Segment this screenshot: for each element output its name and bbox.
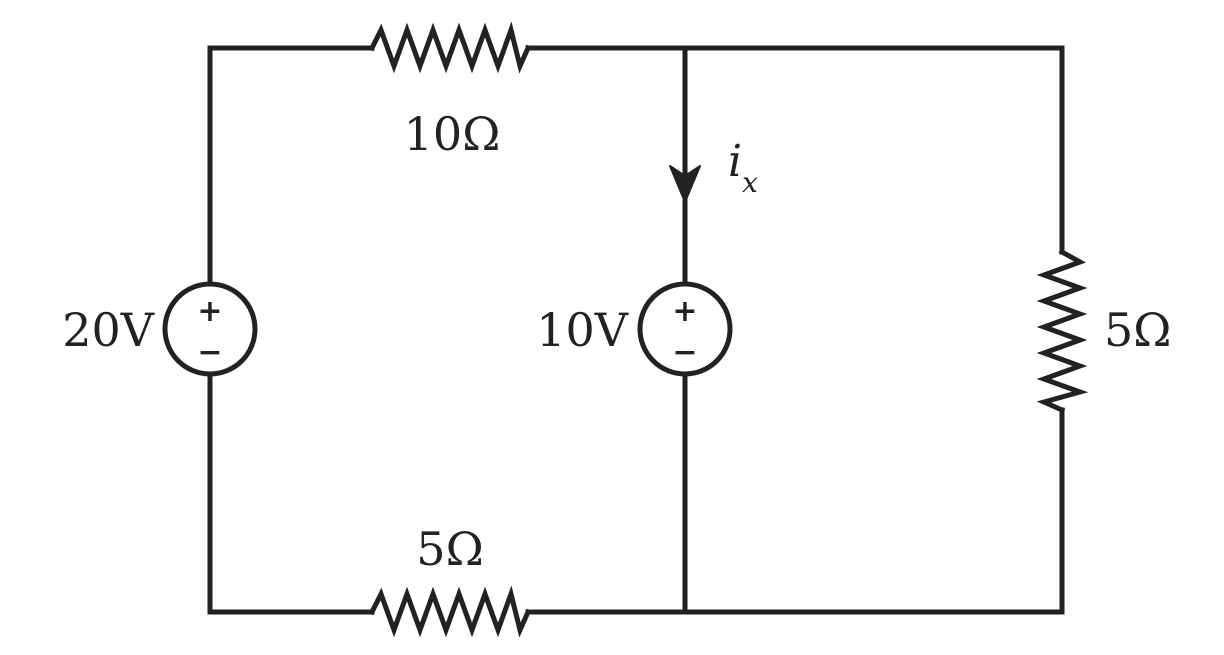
- resistor-right-5ohm: [1036, 248, 1089, 414]
- current-label: ix: [728, 136, 758, 199]
- source-left-circle: [162, 281, 258, 377]
- source-mid-plus: +: [672, 294, 697, 329]
- source-mid-label: 10V: [536, 303, 629, 357]
- voltage-source-10v: + −: [637, 281, 733, 377]
- resistor-right-label: 5Ω: [1104, 303, 1171, 357]
- voltage-source-20v: + −: [162, 281, 258, 377]
- source-left-minus: −: [197, 335, 222, 370]
- resistor-top-label: 10Ω: [404, 107, 501, 161]
- current-arrow-icon: [669, 165, 701, 203]
- current-label-main: i: [728, 136, 742, 187]
- current-label-sub: x: [742, 166, 758, 199]
- source-mid-minus: −: [672, 335, 697, 370]
- source-left-plus: +: [197, 294, 222, 329]
- source-mid-circle: [637, 281, 733, 377]
- wires: [207, 45, 1065, 615]
- resistor-top-10ohm: [368, 21, 532, 74]
- resistor-bottom-5ohm: [368, 585, 532, 638]
- resistor-bottom-label: 5Ω: [416, 522, 483, 576]
- source-left-label: 20V: [62, 303, 155, 357]
